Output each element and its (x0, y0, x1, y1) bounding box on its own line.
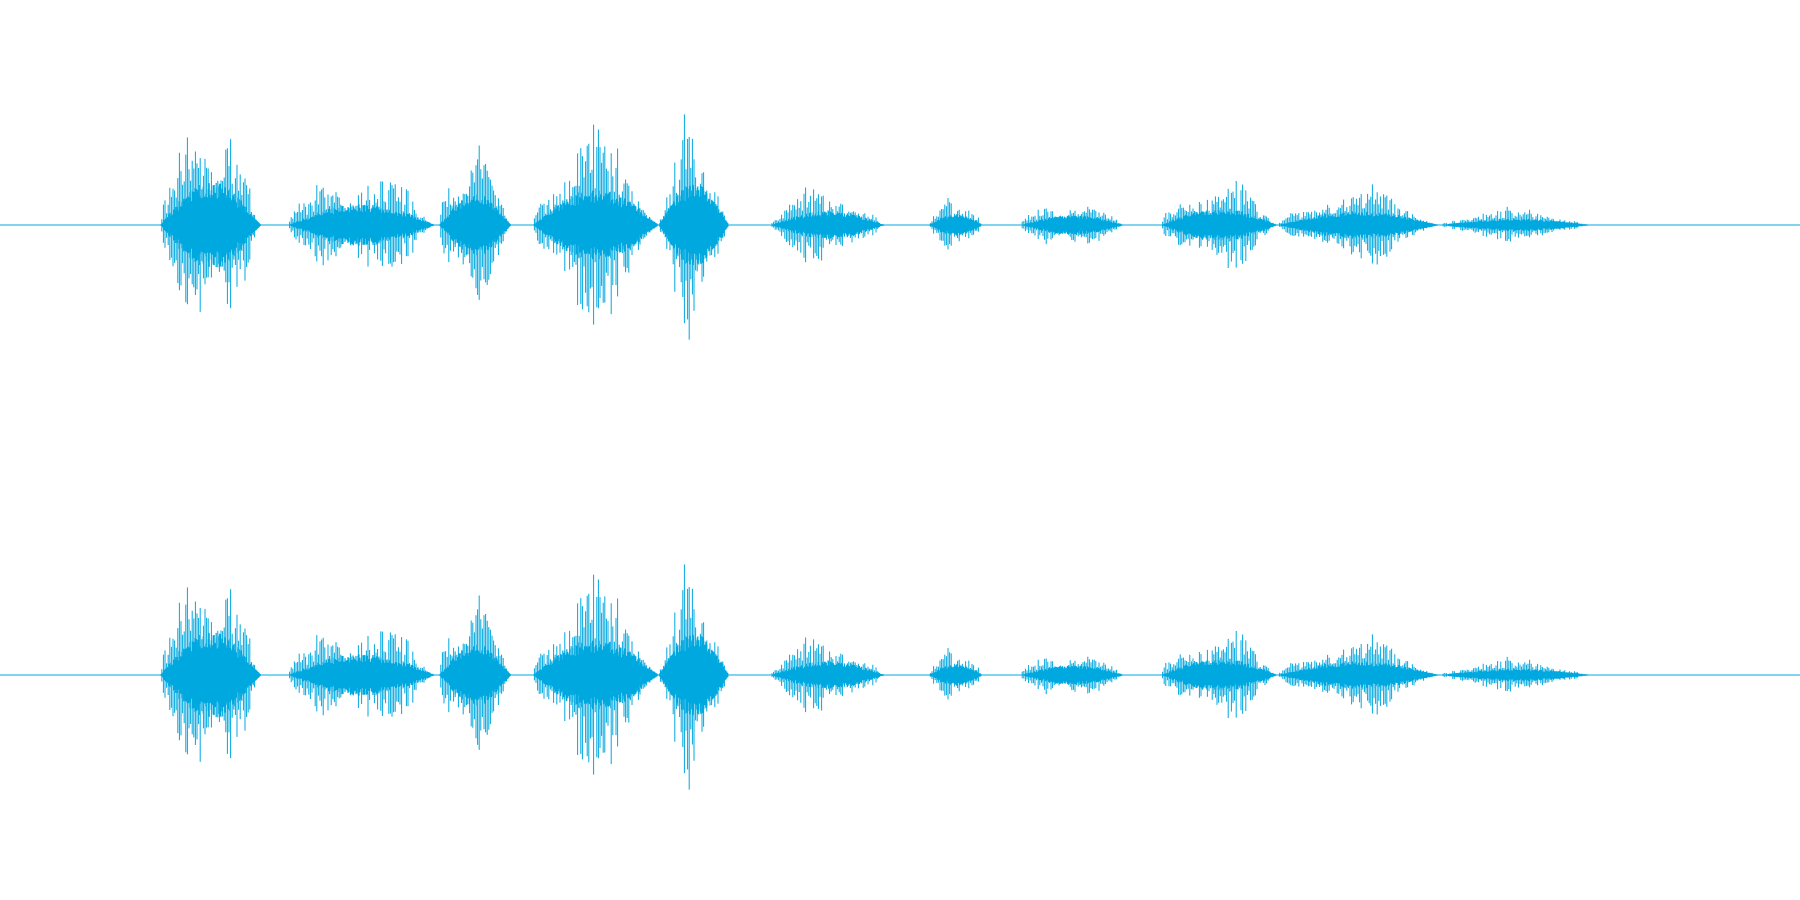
waveform-core (533, 640, 659, 710)
waveform-segment (439, 595, 511, 750)
waveform-segment (160, 137, 261, 312)
waveform-core (929, 664, 983, 686)
waveform-core (439, 194, 511, 256)
waveform-core (533, 190, 659, 260)
waveform-channel-right[interactable] (0, 564, 1800, 790)
waveform-core (770, 661, 885, 689)
waveform-segment (1278, 184, 1440, 265)
waveform-segment (929, 198, 983, 250)
waveform-core (659, 184, 730, 266)
waveform-segment (929, 648, 983, 700)
waveform-core (1161, 659, 1278, 691)
waveform-segment (770, 187, 885, 263)
waveform-core (1161, 209, 1278, 241)
waveform-core (1278, 661, 1440, 689)
waveform-segment (288, 631, 436, 717)
waveform-core (439, 644, 511, 706)
waveform-core (659, 634, 730, 716)
waveform-core (1440, 668, 1593, 682)
waveform-segment (439, 145, 511, 300)
waveform-segment (1440, 656, 1593, 692)
waveform-segment (1440, 206, 1593, 242)
waveform-segment (533, 574, 659, 775)
waveform-channel-left[interactable] (0, 114, 1800, 340)
waveform-core (1021, 665, 1126, 685)
waveform-core (1440, 218, 1593, 232)
waveform-core (1021, 215, 1126, 235)
waveform-segment (1278, 634, 1440, 715)
waveform-core (160, 182, 261, 268)
waveform-segment (1021, 656, 1126, 695)
waveform-segment (160, 587, 261, 762)
waveform-core (160, 632, 261, 718)
waveform-segment (659, 114, 730, 340)
waveform-segment (659, 564, 730, 790)
waveform-segment (1021, 206, 1126, 245)
waveform-core (770, 211, 885, 239)
waveform-core (929, 214, 983, 236)
waveform-segment (1161, 181, 1278, 268)
waveform-segment (288, 181, 436, 267)
waveform-segment (1161, 631, 1278, 718)
waveform-segment (533, 124, 659, 325)
waveform-core (288, 204, 436, 246)
waveform-segment (770, 637, 885, 713)
waveform-core (288, 654, 436, 696)
waveform-core (1278, 211, 1440, 239)
